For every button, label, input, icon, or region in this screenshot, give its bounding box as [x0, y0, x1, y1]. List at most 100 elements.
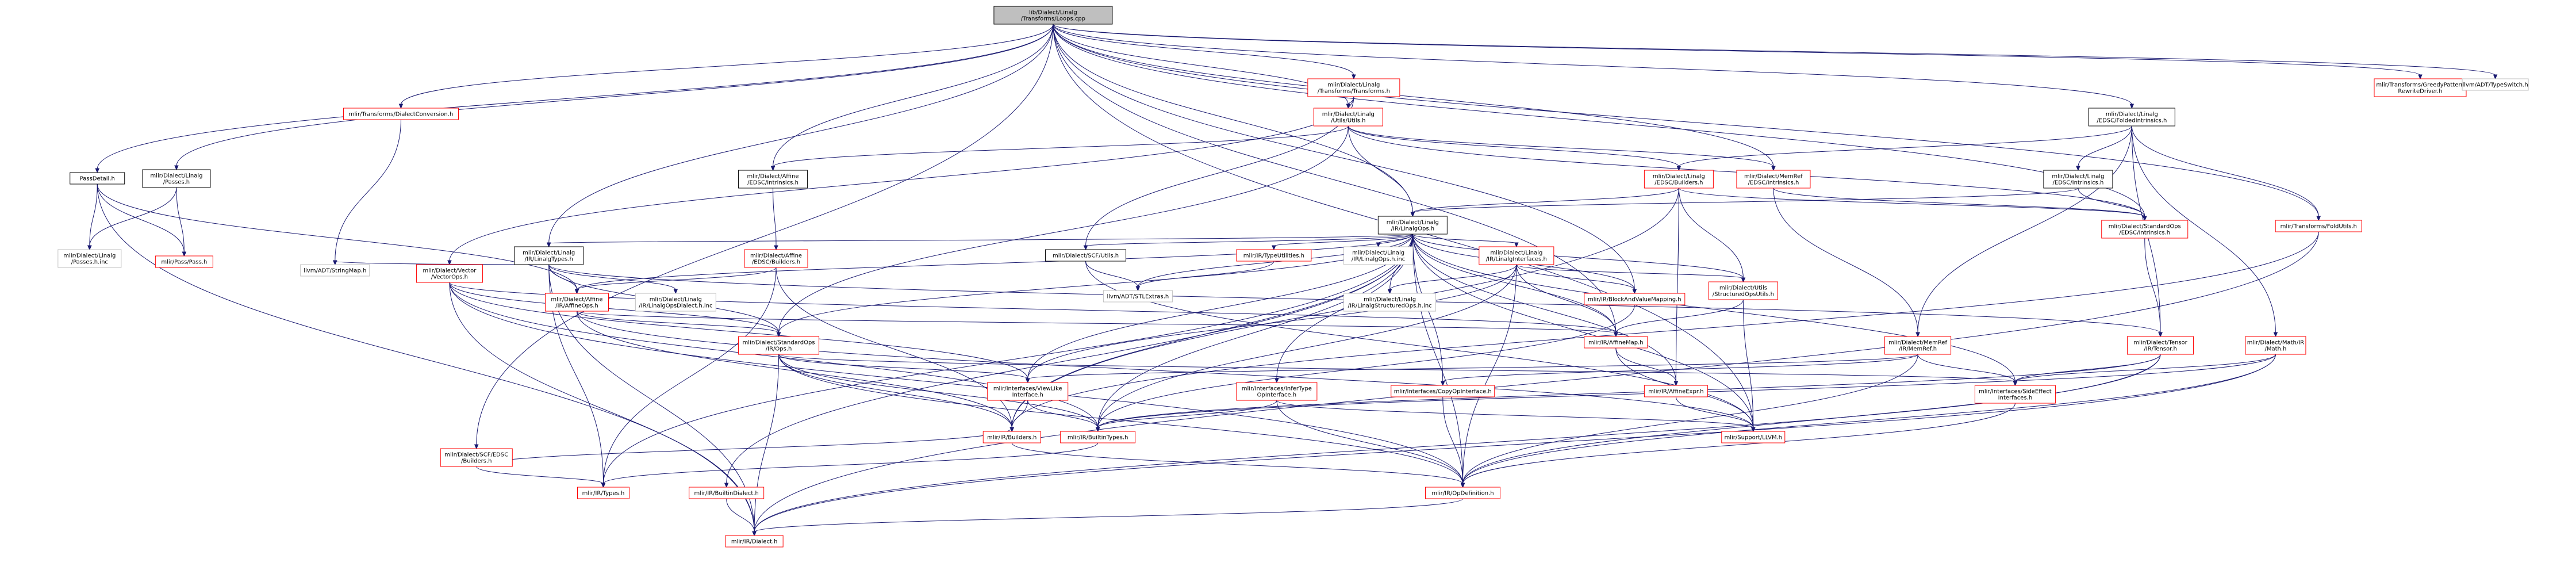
node-label: mlir/Interfaces/InferType [1242, 386, 1312, 392]
edge-arrowhead [776, 332, 781, 338]
node-stringmap: llvm/ADT/StringMap.h [300, 264, 370, 277]
edge-arrowhead [1410, 212, 1415, 217]
node-passdetail[interactable]: PassDetail.h [70, 172, 125, 185]
node-stdintr[interactable]: mlir/Dialect/StandardOps/EDSC/Intrinsics… [2101, 220, 2189, 239]
node-box [544, 293, 609, 312]
dependency-edge [1137, 234, 1413, 288]
edge-arrowhead [574, 289, 579, 294]
node-opdef[interactable]: mlir/IR/OpDefinition.h [1425, 487, 1500, 499]
node-linalgops[interactable]: mlir/Dialect/Linalg/IR/LinalgOps.h [1377, 216, 1448, 235]
node-label: /VectorOps.h [431, 274, 468, 281]
node-box [2101, 220, 2189, 239]
node-linalgintr[interactable]: mlir/Dialect/Linalg/EDSC/Intrinsics.h [2043, 170, 2113, 189]
node-linalgpasses[interactable]: mlir/Dialect/Linalg/Passes.h [142, 169, 211, 188]
node-label: mlir/Dialect/Linalg [1653, 174, 1705, 180]
edge-arrowhead [87, 245, 92, 251]
node-affineintr[interactable]: mlir/Dialect/Affine/EDSC/Intrinsics.h [738, 170, 808, 189]
node-linalgtypes[interactable]: mlir/Dialect/Linalg/IR/LinalgTypes.h [514, 246, 584, 265]
dependency-edge [1097, 234, 1413, 429]
node-label: mlir/Dialect/Linalg [650, 297, 702, 303]
node-label: mlir/Dialect/Affine [747, 174, 798, 180]
dependency-edge [1347, 125, 1774, 167]
node-builtindialect[interactable]: mlir/IR/BuiltinDialect.h [689, 487, 765, 499]
node-types[interactable]: mlir/IR/Types.h [577, 487, 629, 499]
node-dialect[interactable]: mlir/IR/Dialect.h [725, 535, 784, 548]
node-llvmh[interactable]: mlir/Support/LLVM.h [1721, 431, 1786, 443]
node-label: mlir/Dialect/Linalg [1387, 220, 1439, 226]
node-pass[interactable]: mlir/Pass/Pass.h [155, 255, 213, 268]
node-linalgedscb[interactable]: mlir/Dialect/Linalg/EDSC/Builders.h [1644, 170, 1714, 189]
node-box [987, 382, 1069, 401]
node-copyop[interactable]: mlir/Interfaces/CopyOpInterface.h [1391, 385, 1495, 397]
dependency-edge [400, 24, 1054, 105]
node-box [57, 249, 122, 268]
dependency-edge [773, 24, 1054, 167]
node-foldedintr[interactable]: mlir/Dialect/Linalg/EDSC/FoldedIntrinsic… [2088, 108, 2175, 127]
node-blockmapping[interactable]: mlir/IR/BlockAndValueMapping.h [1584, 293, 1686, 305]
node-label: mlir/Dialect/Utils [1719, 285, 1767, 292]
node-box [343, 108, 459, 120]
node-root[interactable]: lib/Dialect/Linalg/Transforms/Loops.cpp [993, 6, 1113, 25]
node-label: mlir/Transforms/GreedyPattern [2376, 82, 2464, 89]
node-mathir[interactable]: mlir/Dialect/Math/IR/Math.h [2245, 336, 2306, 355]
node-box [1974, 385, 2056, 404]
node-linalgopsinc: mlir/Dialect/Linalg/IR/LinalgOps.h.inc [1343, 246, 1414, 265]
dependency-edge [1412, 234, 1754, 429]
node-greedy[interactable]: mlir/Transforms/GreedyPatternRewriteDriv… [2374, 78, 2467, 97]
node-dialectconv[interactable]: mlir/Transforms/DialectConversion.h [343, 108, 459, 120]
node-builtintypes[interactable]: mlir/IR/BuiltinTypes.h [1060, 431, 1136, 443]
dependency-edge [1462, 354, 1918, 484]
node-linalgifaces[interactable]: mlir/Dialect/Linalg/IR/LinalgInterfaces.… [1479, 246, 1554, 265]
node-linalgtransforms[interactable]: mlir/Dialect/Linalg/Transforms/Transform… [1307, 78, 1400, 97]
node-typeutil[interactable]: mlir/IR/TypeUtilities.h [1236, 249, 1312, 262]
node-affineops[interactable]: mlir/Dialect/Affine/IR/AffineOps.h [544, 293, 609, 312]
node-box [2374, 78, 2467, 97]
node-affineedscb[interactable]: mlir/Dialect/Affine/EDSC/Builders.h [744, 249, 808, 268]
node-box [1236, 382, 1318, 401]
node-label: /IR/LinalgTypes.h [525, 257, 573, 263]
node-builders[interactable]: mlir/IR/Builders.h [982, 431, 1041, 443]
node-linalgutils[interactable]: mlir/Dialect/Linalg/Utils/Utils.h [1313, 108, 1383, 127]
dependency-edge [1347, 125, 1679, 167]
dependency-edge [1053, 24, 2319, 217]
node-label: mlir/IR/AffineExpr.h [1648, 389, 1703, 395]
edge-arrowhead [2158, 332, 2163, 338]
node-label: mlir/Dialect/Linalg [1352, 250, 1404, 257]
node-affineexpr[interactable]: mlir/IR/AffineExpr.h [1644, 385, 1708, 397]
node-scfedsc[interactable]: mlir/Dialect/SCF/EDSC/Builders.h [440, 448, 513, 467]
dependency-edge [1027, 354, 1918, 380]
dependency-edge [548, 264, 577, 290]
node-label: mlir/IR/Types.h [582, 491, 625, 497]
dependency-edge [778, 354, 1028, 380]
node-structopsutils[interactable]: mlir/Dialect/Utils/StructuredOpsUtils.h [1708, 281, 1778, 300]
node-memrefir[interactable]: mlir/Dialect/MemRef/IR/MemRef.h [1884, 336, 1952, 355]
node-affinemap[interactable]: mlir/IR/AffineMap.h [1584, 336, 1648, 349]
dependency-edge [576, 311, 780, 334]
node-foldutils[interactable]: mlir/Transforms/FoldUtils.h [2275, 220, 2362, 232]
edge-arrowhead [1460, 483, 1465, 488]
dependency-edge [97, 183, 755, 533]
dependency-edge [1462, 403, 2016, 484]
node-memrefintr[interactable]: mlir/Dialect/MemRef/EDSC/Intrinsics.h [1736, 170, 1811, 189]
node-scfutils[interactable]: mlir/Dialect/SCF/Utils.h [1045, 249, 1127, 262]
node-label: mlir/Dialect/Linalg [2052, 174, 2104, 180]
node-label: /IR/Tensor.h [2144, 346, 2177, 353]
dependency-edge [2131, 125, 2276, 334]
dependency-edge [1773, 188, 1918, 334]
edge-arrowhead [1025, 378, 1030, 384]
node-label: mlir/Dialect/Linalg [150, 173, 202, 179]
node-stdops[interactable]: mlir/Dialect/StandardOps/IR/Ops.h [738, 336, 820, 355]
dependency-edge [778, 354, 1463, 484]
dependency-edge [754, 231, 2319, 533]
node-label: /IR/AffineOps.h [555, 303, 598, 309]
node-label: /Transforms/Loops.cpp [1021, 16, 1085, 22]
node-memrefintr2_tensor[interactable]: mlir/Dialect/Tensor/IR/Tensor.h [2127, 336, 2194, 355]
node-vectorops[interactable]: mlir/Dialect/Vector/VectorOps.h [416, 264, 483, 283]
node-box [155, 255, 213, 268]
dependency-edge [449, 282, 755, 533]
dependency-edge [1412, 234, 1744, 279]
dependency-edge [754, 354, 780, 533]
